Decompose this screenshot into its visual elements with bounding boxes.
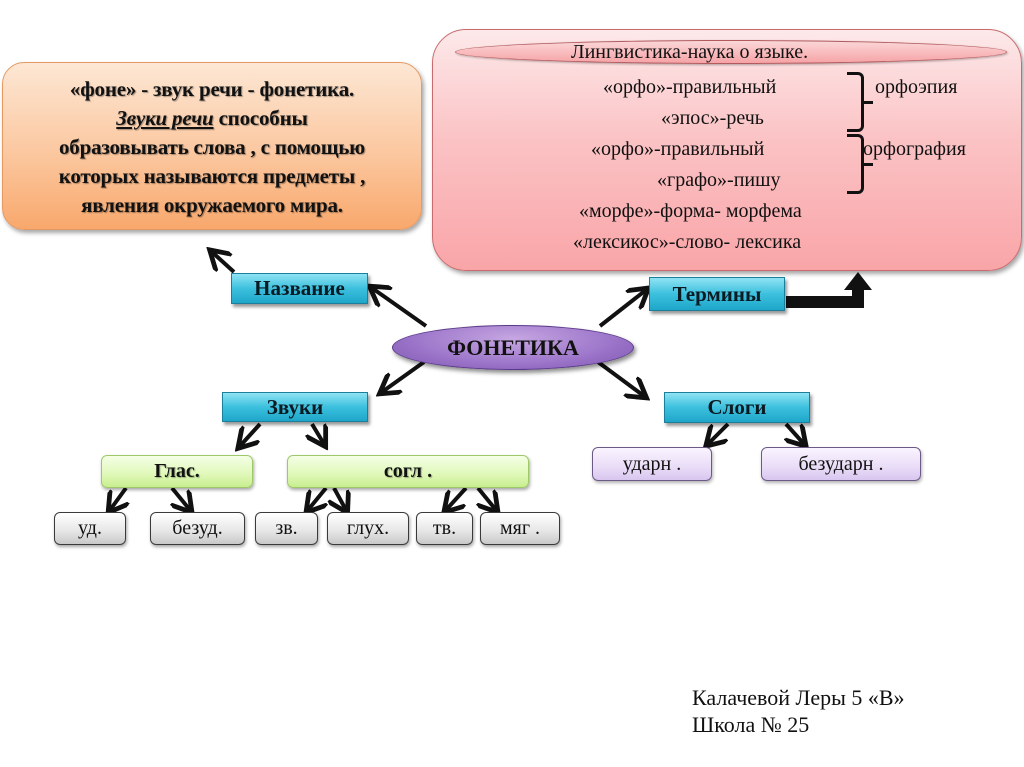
leaf-stressed-vowel: уд. <box>54 512 126 545</box>
definition-underlined-term: Звуки речи <box>116 106 214 130</box>
arrow-center-to-terms <box>598 290 646 328</box>
leaf-hard: тв. <box>416 512 473 545</box>
terms-line: «орфо»-правильный <box>603 76 777 98</box>
elbow-arrow-terms-to-box <box>786 272 872 308</box>
terms-title-oval <box>455 40 1007 64</box>
arrow-consonants-to-glukh <box>334 487 346 510</box>
node-name: Название <box>231 273 368 304</box>
definition-line-3: образовывать слова , с помощью <box>58 135 366 159</box>
leaf-soft: мяг . <box>480 512 560 545</box>
arrow-center-to-name <box>372 288 428 328</box>
node-syllables: Слоги <box>664 392 810 423</box>
phonetics-definition-box: «фоне» - звук речи - фонетика. Звуки реч… <box>2 62 422 230</box>
node-consonants: согл . <box>287 455 529 488</box>
arrow-vowels-to-bezud <box>172 486 190 510</box>
arrow-consonants-to-myag <box>478 486 496 510</box>
arrow-syllables-to-bezudarn <box>786 422 804 444</box>
node-vowels: Глас. <box>101 455 253 488</box>
terms-line: «эпос»-речь <box>661 107 764 129</box>
arrow-consonants-to-zv <box>308 486 326 510</box>
leaf-stressed-syllable: ударн . <box>592 447 712 481</box>
brace-label-orthoepy: орфоэпия <box>875 76 958 98</box>
author-school: Школа № 25 <box>692 712 810 737</box>
author-credit: Калачевой Леры 5 «В» Школа № 25 <box>692 684 905 738</box>
arrow-sounds-to-consonants <box>312 422 324 444</box>
arrow-name-to-info <box>212 252 236 274</box>
arrow-center-to-sounds <box>382 360 426 392</box>
terms-title: Лингвистика-наука о языке. <box>571 41 809 63</box>
brace-icon <box>847 134 873 194</box>
definition-line-1: «фоне» - звук речи - фонетика. <box>69 77 355 101</box>
center-node-phonetics: ФОНЕТИКА <box>392 325 634 370</box>
node-sounds: Звуки <box>222 392 368 422</box>
terms-line: «морфе»-форма- морфема <box>579 200 802 222</box>
definition-line-2-rest: способны <box>213 106 308 130</box>
author-name: Калачевой Леры 5 «В» <box>692 685 905 710</box>
terms-box: Лингвистика-наука о языке. «орфо»-правил… <box>432 29 1022 271</box>
terms-line: «орфо»-правильный <box>591 138 765 160</box>
arrow-center-to-syllables <box>596 360 644 396</box>
leaf-unstressed-syllable: безударн . <box>761 447 921 481</box>
brace-label-orthography: орфография <box>863 138 966 160</box>
arrow-sounds-to-vowels <box>240 422 262 446</box>
arrow-consonants-to-tv <box>446 486 468 510</box>
arrow-syllables-to-udarn <box>708 422 730 444</box>
terms-line: «лексикос»-слово- лексика <box>573 231 802 253</box>
leaf-voiceless: глух. <box>327 512 409 545</box>
leaf-unstressed-vowel: безуд. <box>150 512 245 545</box>
definition-line-4: которых называются предметы , <box>58 164 366 188</box>
brace-icon <box>847 72 873 132</box>
terms-line: «графо»-пишу <box>657 169 781 191</box>
leaf-voiced: зв. <box>255 512 318 545</box>
node-terms: Термины <box>649 277 785 311</box>
definition-line-5: явления окружаемого мира. <box>81 193 343 217</box>
arrow-vowels-to-ud <box>110 486 126 510</box>
definition-line-2: Звуки речи способны <box>3 104 421 133</box>
